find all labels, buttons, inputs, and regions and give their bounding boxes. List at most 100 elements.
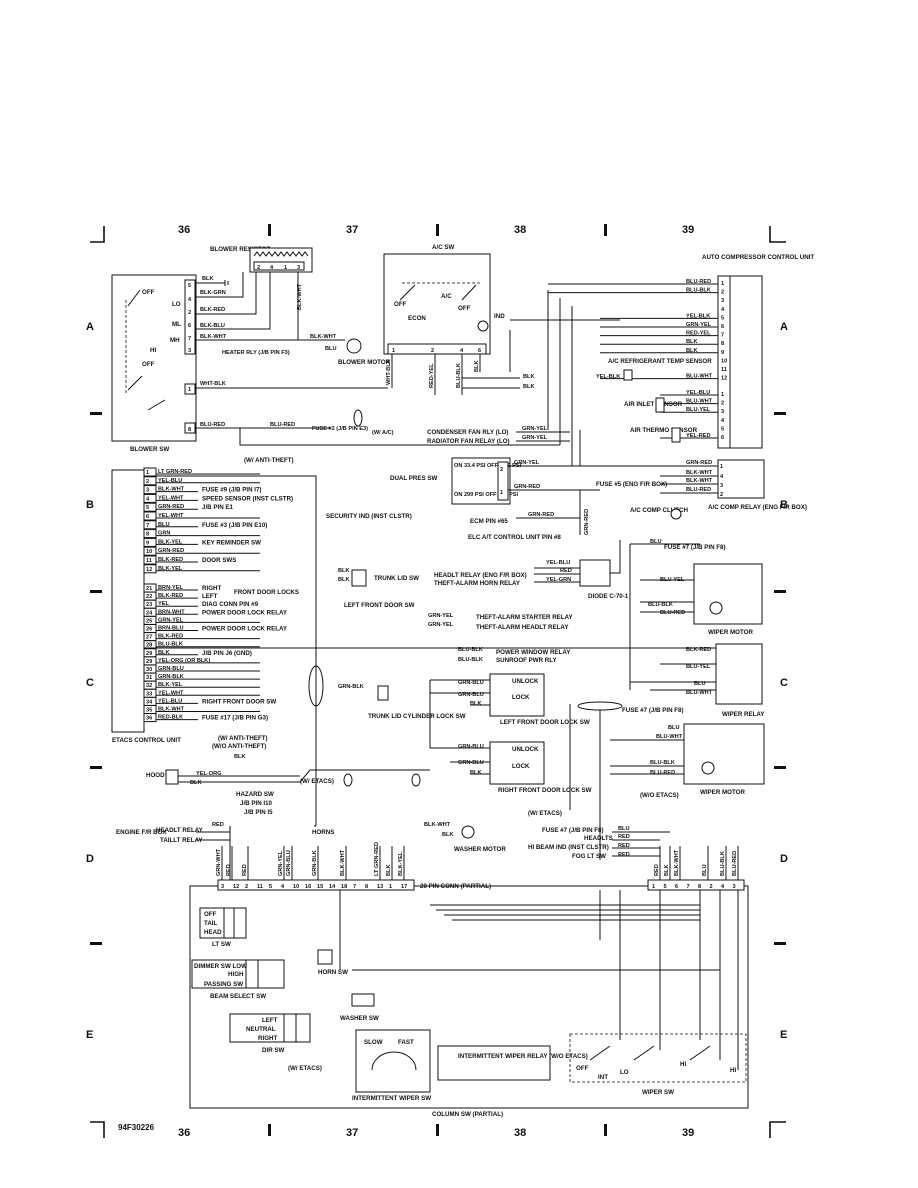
svg-text:(W/ ETACS): (W/ ETACS) <box>288 1065 322 1072</box>
svg-text:INT: INT <box>598 1074 608 1081</box>
svg-text:LT SW: LT SW <box>212 941 231 948</box>
svg-text:20 PIN CONN (PARTIAL): 20 PIN CONN (PARTIAL) <box>420 883 491 890</box>
svg-text:BLU-WHT: BLU-WHT <box>686 690 713 696</box>
acc-pin-number: 2 <box>721 401 724 407</box>
svg-text:FUSE #2 (J/B PIN E3): FUSE #2 (J/B PIN E3) <box>312 426 368 432</box>
intermittent-wiper-sw: SLOW FAST INTERMITTENT WIPER SW (W/ ETAC… <box>288 1029 431 1102</box>
svg-text:BLU-BLK: BLU-BLK <box>458 647 483 653</box>
svg-text:SECURITY IND (INST CLSTR): SECURITY IND (INST CLSTR) <box>326 513 412 520</box>
etacs-pin-number: 11 <box>146 558 152 564</box>
conn-pin-number: 18 <box>341 884 347 890</box>
svg-text:3: 3 <box>720 483 723 489</box>
etacs-pin-wire: BLK-WHT <box>158 487 185 493</box>
svg-text:(W/ ETACS): (W/ ETACS) <box>528 810 562 817</box>
svg-text:J/B PIN I10: J/B PIN I10 <box>240 800 273 807</box>
svg-text:A/C: A/C <box>441 293 452 300</box>
svg-text:BLK: BLK <box>234 754 246 760</box>
svg-text:FUSE #7 (J/B PIN F8): FUSE #7 (J/B PIN F8) <box>664 544 726 551</box>
conn-pin-number: 1 <box>652 884 655 890</box>
svg-text:A/C REFRIGERANT TEMP SENSOR: A/C REFRIGERANT TEMP SENSOR <box>608 358 712 365</box>
svg-text:GRN-RED: GRN-RED <box>584 509 590 535</box>
svg-text:ON 33.4 PSI OFF 29.9 PSI: ON 33.4 PSI OFF 29.9 PSI <box>454 463 522 469</box>
vertical-wire-label: GRN-BLU <box>286 850 292 876</box>
wiper-motor-2: FUSE #7 (J/B PIN F8) WIPER MOTOR BLU BLU… <box>528 701 765 860</box>
figure-id: 94F30226 <box>118 1123 155 1132</box>
etacs-pin-number: 33 <box>146 691 152 697</box>
svg-text:BLK-WHT: BLK-WHT <box>686 478 713 484</box>
etacs-pin-number: 34 <box>146 699 153 705</box>
etacs-pin-destination: DIAG CONN PIN #9 <box>202 601 259 608</box>
etacs-pin-wire: BLK-RED <box>158 634 183 640</box>
dir-sw: LEFT NEUTRAL RIGHT DIR SW <box>229 1013 311 1054</box>
row-label: C <box>86 677 94 689</box>
svg-text:ON 299 PSI OFF 384 PSI: ON 299 PSI OFF 384 PSI <box>454 492 518 498</box>
etacs-pin-number: 2 <box>146 479 149 485</box>
acc-pin-wire: YEL-RED <box>686 433 711 439</box>
svg-text:GRN-RED: GRN-RED <box>686 460 712 466</box>
svg-text:LO: LO <box>620 1069 629 1076</box>
acc-pin-wire: BLU-BLK <box>686 288 711 294</box>
svg-text:HAZARD SW: HAZARD SW <box>236 791 274 798</box>
svg-text:DUAL PRES SW: DUAL PRES SW <box>390 475 437 482</box>
svg-text:(W/ ETACS): (W/ ETACS) <box>300 778 334 785</box>
col-label: 36 <box>178 224 190 236</box>
conn-pin-number: 11 <box>257 884 263 890</box>
svg-text:WIPER MOTOR: WIPER MOTOR <box>700 789 745 796</box>
svg-text:BLU-BLK: BLU-BLK <box>456 363 462 388</box>
svg-text:GRN-BLU: GRN-BLU <box>458 760 484 766</box>
svg-text:GRN-YEL: GRN-YEL <box>522 426 548 432</box>
etacs-pin-number: 4 <box>146 496 150 502</box>
etacs-pin-number: 32 <box>146 683 152 689</box>
conn-pin-number: 17 <box>401 884 407 890</box>
col-label: 39 <box>682 1127 694 1139</box>
svg-text:TRUNK LID CYLINDER LOCK SW: TRUNK LID CYLINDER LOCK SW <box>368 713 466 720</box>
svg-text:BLK: BLK <box>442 832 454 838</box>
acc-pin-wire: BLU-RED <box>686 279 711 285</box>
svg-text:BLK: BLK <box>190 780 202 786</box>
svg-text:HOOD SW: HOOD SW <box>146 772 176 779</box>
svg-text:2: 2 <box>720 492 723 498</box>
acc-pin-number: 1 <box>721 281 724 287</box>
beam-sw: DIMMER SW LOW HIGH PASSING SW BEAM SELEC… <box>191 959 285 1000</box>
horn-sw: HORN SW <box>317 949 348 976</box>
etacs-pin-number: 26 <box>146 627 152 633</box>
row-label: E <box>780 1029 787 1041</box>
svg-text:BLOWER RESISTOR: BLOWER RESISTOR <box>210 246 271 253</box>
svg-text:BLK-RED: BLK-RED <box>200 307 225 313</box>
etacs-pin-number: 30 <box>146 667 152 673</box>
svg-text:1: 1 <box>284 265 287 271</box>
acc-pin-number: 4 <box>721 307 725 313</box>
etacs-pin-wire: YEL-WHT <box>158 690 184 696</box>
svg-text:HEADLT RELAY: HEADLT RELAY <box>156 827 204 834</box>
svg-text:GRN-YEL: GRN-YEL <box>428 622 454 628</box>
svg-text:OFF: OFF <box>458 305 471 312</box>
svg-text:BLK: BLK <box>470 770 482 776</box>
row-label: E <box>86 1029 93 1041</box>
conn-pin-number: 15 <box>317 884 323 890</box>
svg-text:WIPER MOTOR: WIPER MOTOR <box>708 629 753 636</box>
svg-text:BLU: BLU <box>694 681 706 687</box>
etacs-pin-wire: BLK-RED <box>158 593 183 599</box>
etacs-pin-wire: BLK-YEL <box>158 539 183 545</box>
conn-pin-number: 7 <box>353 884 356 890</box>
svg-text:4: 4 <box>270 265 274 271</box>
svg-text:BLK-WHT: BLK-WHT <box>297 283 303 310</box>
ac-comp-relay: 14 32 GRN-RED BLK-WHT BLK-WHT BLU-RED FU… <box>580 459 807 520</box>
svg-text:FUSE #7 (J/B PIN F8): FUSE #7 (J/B PIN F8) <box>542 827 604 834</box>
etacs-pin-wire: YEL <box>158 601 169 607</box>
svg-text:GRN-RED: GRN-RED <box>528 512 554 518</box>
svg-text:HEADLT RELAY (ENG F/R BOX): HEADLT RELAY (ENG F/R BOX) <box>434 572 527 579</box>
svg-text:J/B PIN I5: J/B PIN I5 <box>244 809 273 816</box>
conn-pin-number: 2 <box>245 884 248 890</box>
etacs-pin-destination: FUSE #3 (J/B PIN E10) <box>202 522 267 529</box>
svg-text:HEAD: HEAD <box>204 929 222 936</box>
svg-text:A/C COMP RELAY (ENG F/R BOX): A/C COMP RELAY (ENG F/R BOX) <box>708 504 807 511</box>
etacs-pin-number: 22 <box>146 594 152 600</box>
etacs-pin-wire: GRN-RED <box>158 548 184 554</box>
acc-pin-number: 11 <box>721 367 727 373</box>
acc-pin-wire: GRN-YEL <box>686 322 712 328</box>
svg-text:ECM PIN #65: ECM PIN #65 <box>470 518 508 525</box>
grid-columns: 36 37 38 39 36 37 38 39 94F30226 <box>118 224 694 1139</box>
etacs-pin-destination: SPEED SENSOR (INST CLSTR) <box>202 495 293 502</box>
